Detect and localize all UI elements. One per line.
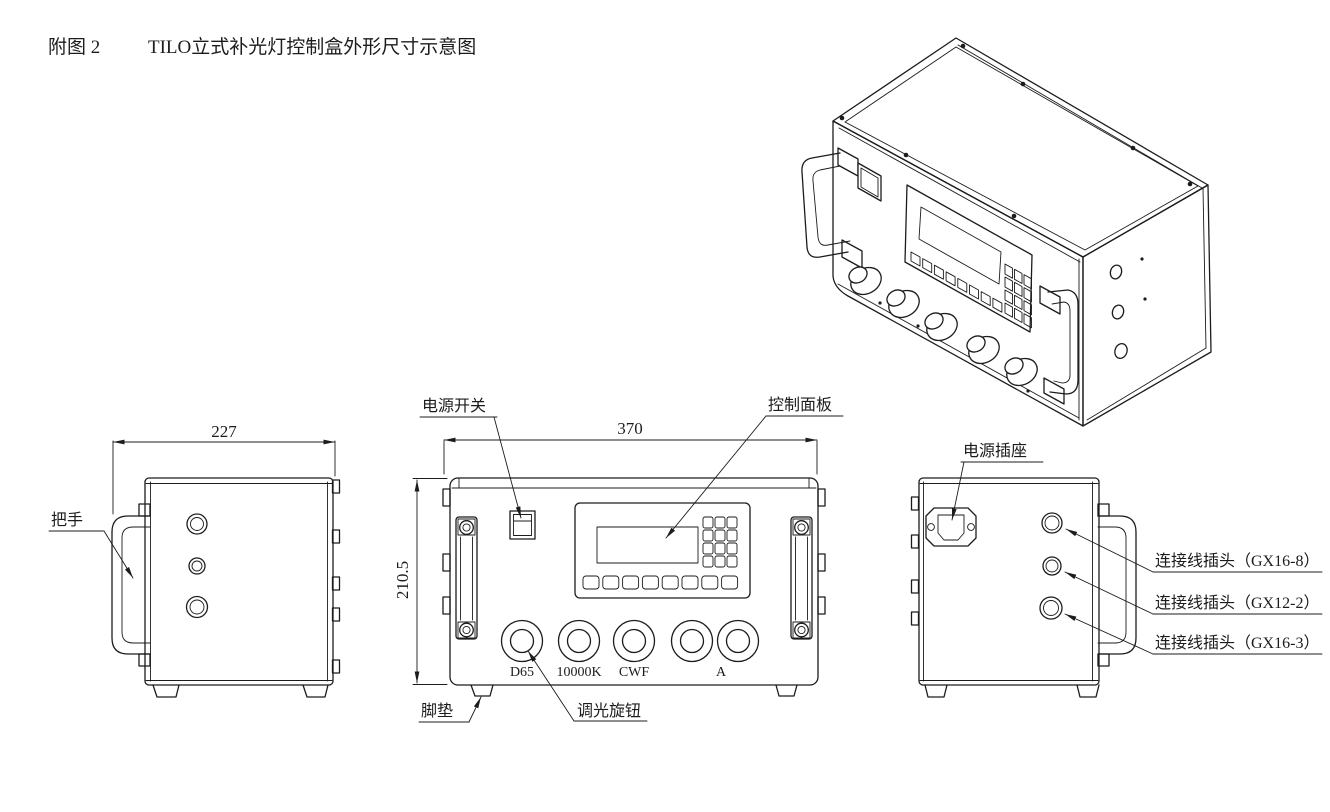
label-connector-gx16-3: 连接线插头（GX16-3） <box>1155 634 1319 652</box>
left-view-edge-tabs <box>331 479 341 674</box>
front-view-body <box>449 477 819 686</box>
right-view-handle <box>1097 503 1137 667</box>
iso-side-holes <box>1109 257 1147 360</box>
front-view-dim-height: 210.5 <box>393 478 448 685</box>
figure-title: TILO立式补光灯控制盒外形尺寸示意图 <box>148 36 476 58</box>
front-view-knobs <box>500 619 760 663</box>
right-view-connectors <box>1039 512 1063 620</box>
dim-227: 227 <box>211 422 237 441</box>
knob-label-10000k: 10000K <box>556 665 601 680</box>
front-view-power-switch <box>509 510 536 540</box>
left-view-panel-seams <box>145 481 333 682</box>
front-view-control-panel <box>574 502 751 599</box>
front-view-foot-pad-label: 脚垫 <box>418 696 482 723</box>
iso-right-handle <box>1039 285 1079 405</box>
front-view-button-row <box>582 575 739 590</box>
label-connector-gx12-2: 连接线插头（GX12-2） <box>1155 594 1319 612</box>
left-view-feet <box>152 684 329 698</box>
front-view-keypad <box>702 516 738 568</box>
iso-power-switch <box>857 162 882 202</box>
front-view-control-panel-label: 控制面板 <box>665 396 844 539</box>
iso-display <box>918 206 1002 285</box>
front-view-dim-width: 370 <box>443 419 818 475</box>
right-view-panel-seams <box>919 481 1099 682</box>
iso-right-back-seam <box>1202 187 1207 349</box>
knob-label-a: A <box>716 665 727 680</box>
front-view-knob-labels: D65 10000K CWF A <box>510 665 727 680</box>
label-dimmer-knob: 调光旋钮 <box>577 702 641 720</box>
right-view-body <box>918 477 1100 686</box>
iso-knobs <box>848 266 1038 393</box>
dim-370: 370 <box>617 419 643 438</box>
label-handle: 把手 <box>51 511 83 529</box>
right-view-feet <box>924 684 1100 698</box>
knob-label-d65: D65 <box>510 665 534 680</box>
iso-control-panel <box>904 184 1033 333</box>
label-power-socket: 电源插座 <box>963 442 1027 460</box>
right-view-power-inlet <box>925 507 977 547</box>
front-view-dimmer-knob-label: 调光旋钮 <box>527 650 648 722</box>
iso-front-face <box>832 120 1084 427</box>
left-view-vent-holes <box>185 513 209 619</box>
iso-keypad <box>1004 263 1032 329</box>
front-view: D65 10000K CWF A 370 210.5 <box>393 396 844 723</box>
iso-top-screws <box>839 43 1193 219</box>
label-control-panel: 控制面板 <box>768 396 832 414</box>
left-view-handle-label: 把手 <box>48 511 134 579</box>
left-side-view: 227 把手 <box>48 422 341 698</box>
iso-left-handle <box>801 147 863 269</box>
front-view-feet <box>470 684 798 697</box>
front-view-right-rail <box>790 516 813 640</box>
figure-number: 附图 2 <box>48 36 100 58</box>
figure-caption: 附图 2 TILO立式补光灯控制盒外形尺寸示意图 <box>48 36 476 58</box>
iso-top-face <box>832 37 1209 258</box>
right-view-power-socket-label: 电源插座 <box>951 442 1044 521</box>
label-foot-pad: 脚垫 <box>421 702 453 720</box>
front-view-edge-tabs <box>442 488 826 615</box>
front-view-left-rail <box>455 516 478 640</box>
knob-label-cwf: CWF <box>619 665 650 680</box>
right-view-connector-labels: 连接线插头（GX16-8） 连接线插头（GX12-2） 连接线插头（GX16-3… <box>1064 528 1323 655</box>
left-view-handle <box>111 503 151 667</box>
dim-210-5: 210.5 <box>393 561 412 599</box>
iso-lid-seam-front <box>838 127 1081 263</box>
iso-right-bottom-seam <box>1086 347 1207 421</box>
front-view-display <box>596 526 699 564</box>
iso-right-face <box>1082 184 1212 427</box>
label-power-switch: 电源开关 <box>422 397 486 415</box>
iso-button-row <box>910 251 1003 313</box>
isometric-view <box>801 37 1212 427</box>
front-view-power-switch-label: 电源开关 <box>419 397 522 519</box>
front-view-lid-seam <box>451 477 817 489</box>
label-connector-gx16-8: 连接线插头（GX16-8） <box>1155 552 1319 570</box>
iso-front-bottom-seam <box>837 283 1080 419</box>
right-side-view: 电源插座 连接线插头（GX16-8） 连接线插头（GX12-2） 连接线插头（G… <box>910 442 1323 698</box>
left-view-body <box>144 477 334 686</box>
left-view-dim-width: 227 <box>112 422 336 515</box>
iso-lid-seam-right <box>957 44 1203 189</box>
right-view-edge-tabs <box>910 496 920 626</box>
